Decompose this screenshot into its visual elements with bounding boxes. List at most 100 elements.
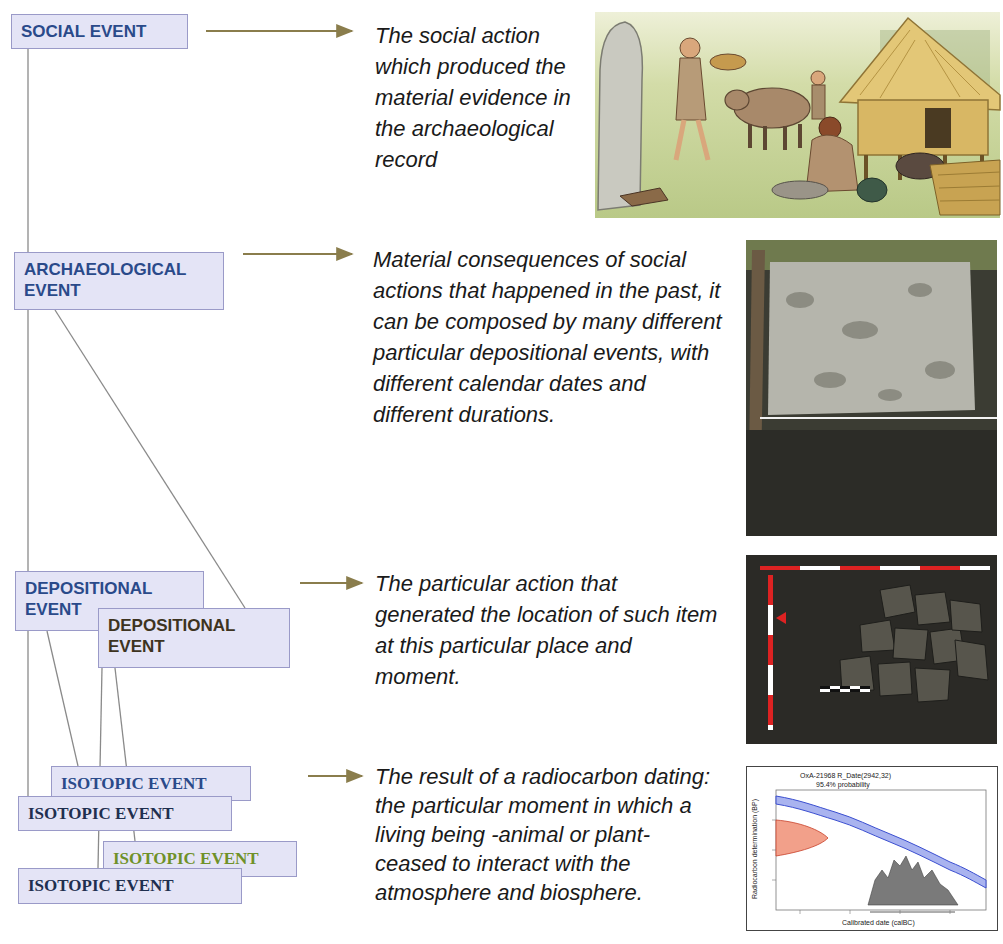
description-text: Material consequences of social actions … [373, 244, 723, 430]
village-illustration-part-part [783, 126, 787, 150]
scale-bar-part [840, 566, 880, 570]
scale-bar-part [820, 686, 830, 689]
village-illustration-part [598, 22, 642, 210]
calibration-chart-part-part [900, 910, 901, 914]
stones-photo-part-part [915, 668, 950, 702]
excavation-photo-part-part [878, 389, 902, 401]
scale-bar-part [850, 689, 860, 692]
connector-line [27, 310, 28, 571]
pointer-arrows-part [300, 582, 362, 584]
isotopic-event-box: ISOTOPIC EVENT [18, 796, 232, 831]
chart-run-id: OxA-21968 R_Date(2942,32) [800, 772, 891, 780]
excavation-photo-part [760, 417, 997, 419]
village-illustration-part [710, 54, 746, 70]
connector-line [27, 49, 28, 252]
scale-bar-part [860, 686, 870, 689]
scale-bar-part [840, 686, 850, 689]
pointer-arrows-part [243, 253, 352, 255]
scale-bar-part [820, 686, 870, 692]
scale-bar-part [768, 695, 773, 725]
stones-photo-part-part [955, 640, 988, 680]
village-illustration-part [620, 188, 668, 206]
scale-bar-part [760, 566, 990, 570]
stones-photo-part-part [915, 592, 950, 625]
scale-bar [760, 566, 990, 730]
scale-bar-part [760, 566, 800, 570]
village-illustration-part-part [798, 124, 802, 148]
excavation-photo-part [768, 262, 975, 415]
village-illustration-part [750, 124, 800, 150]
calibration-chart-part-part [772, 880, 776, 881]
stones-photo-part [746, 555, 997, 744]
village-illustration-part [812, 85, 825, 119]
stones-photo-part-part [878, 662, 912, 696]
stones-photo-part [840, 585, 988, 702]
village-illustration-part-part [938, 172, 1000, 175]
village-illustration-part [925, 108, 951, 148]
village-illustration-part [698, 120, 708, 160]
calibration-chart-part-part [950, 910, 951, 914]
stones-photo [746, 555, 997, 744]
excavation-photo-part-part [842, 321, 878, 339]
chart-probability: 95.4% probability [816, 781, 870, 789]
village-illustration-part-part [763, 126, 767, 150]
stones-photo-part-part [880, 585, 915, 618]
isotopic-event-box: ISOTOPIC EVENT [18, 868, 242, 904]
excavation-photo-part-part [925, 361, 955, 379]
village-illustration-part [725, 90, 749, 110]
village-illustration-part [676, 120, 684, 160]
village-illustration-part-part [748, 124, 752, 148]
calibration-chart-part [772, 820, 950, 914]
calibration-chart-part [870, 912, 955, 913]
stones-photo-part-part [950, 600, 982, 632]
village-illustration-part [930, 160, 1000, 215]
village-illustration-part [857, 178, 887, 202]
calibration-chart [747, 767, 998, 931]
calibration-chart-part-part [772, 850, 776, 851]
scale-bar-part [920, 566, 960, 570]
description-text: The result of a radiocarbon dating: the … [375, 762, 725, 907]
chart-axis-title: Calibrated date (calBC) [842, 919, 915, 927]
calibration-chart-part [747, 767, 998, 931]
village-illustration-part [840, 18, 1000, 110]
excavation-photo-part [746, 430, 997, 536]
pointer-arrows-part [206, 30, 352, 32]
excavation-photo-part-part [908, 283, 932, 297]
calibration-chart-part-part [800, 910, 801, 914]
excavation-photo-part [746, 240, 997, 536]
scale-bar-part [830, 689, 840, 692]
node-label: ISOTOPIC EVENT [61, 773, 241, 794]
village-illustration-part [860, 30, 980, 98]
calibration-chart-part [776, 820, 828, 856]
village-illustration-part [676, 58, 706, 120]
node-label: ISOTOPIC EVENT [28, 875, 232, 896]
social-event-box: SOCIAL EVENT [11, 14, 188, 49]
village-illustration [595, 12, 1000, 218]
village-illustration-part-part [939, 186, 1000, 188]
village-illustration-part-part [880, 40, 915, 98]
village-illustration-part-part [940, 200, 1000, 201]
scale-bar-part [768, 635, 773, 665]
stones-photo-part-part [893, 628, 928, 660]
node-label: SOCIAL EVENT [21, 21, 178, 42]
village-illustration-part [772, 181, 828, 199]
node-label: ISOTOPIC EVENT [113, 848, 287, 869]
village-illustration-part-part [925, 40, 960, 97]
archaeological-event-box: ARCHAEOLOGICAL EVENT [14, 252, 224, 310]
village-illustration-part [680, 38, 700, 58]
village-illustration-part-part [935, 50, 980, 95]
calibration-chart-part [868, 856, 958, 905]
description-text: The particular action that generated the… [375, 568, 720, 692]
pointer-arrows-part [308, 775, 362, 777]
calibration-chart-part-part [850, 910, 851, 914]
village-illustration-part [858, 100, 988, 155]
village-illustration-part [811, 71, 825, 85]
node-label: ISOTOPIC EVENT [28, 803, 222, 824]
description-text: The social action which produced the mat… [375, 20, 580, 175]
excavation-photo [746, 240, 997, 536]
chart-axis-title: Radiocarbon determination (BP) [751, 794, 759, 904]
village-illustration-part-part [860, 30, 910, 95]
scale-bar-part [768, 575, 773, 730]
